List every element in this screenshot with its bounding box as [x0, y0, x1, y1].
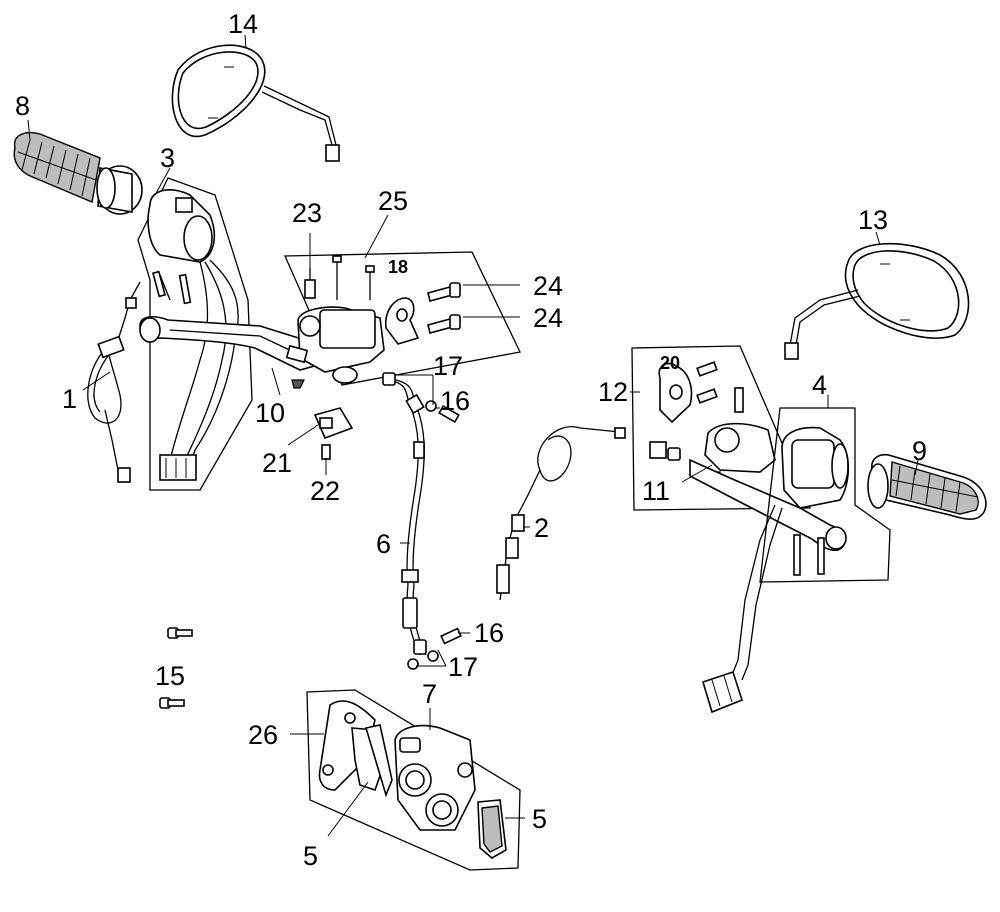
callout-8: 8 [15, 91, 30, 121]
master-cylinder-group [284, 251, 521, 389]
callout-16-top: 16 [440, 386, 470, 416]
callout-23: 23 [292, 198, 322, 228]
callout-11: 11 [642, 476, 670, 506]
callout-22: 22 [310, 476, 340, 506]
brake-caliper-group [306, 689, 521, 871]
leader-lines [27, 34, 919, 837]
clamp [385, 297, 420, 345]
callout-24-top: 24 [533, 271, 563, 301]
callout-1: 1 [62, 384, 77, 414]
bolts-24 [427, 282, 461, 334]
callout-10: 10 [255, 398, 285, 428]
callout-9: 9 [912, 436, 927, 466]
callout-4: 4 [812, 370, 827, 400]
callout-5-right: 5 [532, 804, 547, 834]
brake-switch [313, 407, 354, 460]
callout-labels: 1 2 3 4 5 5 6 7 8 9 10 11 12 13 14 15 16… [15, 9, 927, 871]
brake-hose [382, 372, 462, 670]
right-switch-housing [702, 407, 891, 714]
callout-5-left: 5 [303, 841, 318, 871]
right-lever-group [631, 345, 811, 511]
left-grip [13, 131, 143, 215]
right-brake-lever [689, 458, 847, 551]
left-brake-lever [139, 316, 320, 371]
callout-21: 21 [262, 448, 292, 478]
left-mirror [171, 44, 340, 162]
callout-14: 14 [228, 9, 258, 39]
callout-17-top: 17 [433, 351, 463, 381]
bolts-15 [159, 627, 193, 709]
callout-15: 15 [155, 661, 185, 691]
callout-20: 20 [660, 353, 680, 373]
left-brake-cable [87, 281, 141, 483]
callout-25: 25 [378, 186, 408, 216]
callout-7: 7 [422, 679, 437, 709]
left-switch-housing [137, 177, 253, 491]
callout-24-bottom: 24 [533, 303, 563, 333]
callout-6: 6 [376, 529, 391, 559]
callout-2: 2 [534, 513, 549, 543]
callout-17-bottom: 17 [448, 652, 478, 682]
callout-12: 12 [598, 377, 628, 407]
callout-13: 13 [858, 205, 888, 235]
right-grip [867, 454, 987, 520]
callout-26: 26 [248, 720, 278, 750]
right-mirror [784, 242, 970, 360]
callout-18: 18 [388, 257, 408, 277]
callout-3: 3 [160, 143, 175, 173]
callout-16-bottom: 16 [474, 618, 504, 648]
throttle-cable [496, 426, 626, 601]
